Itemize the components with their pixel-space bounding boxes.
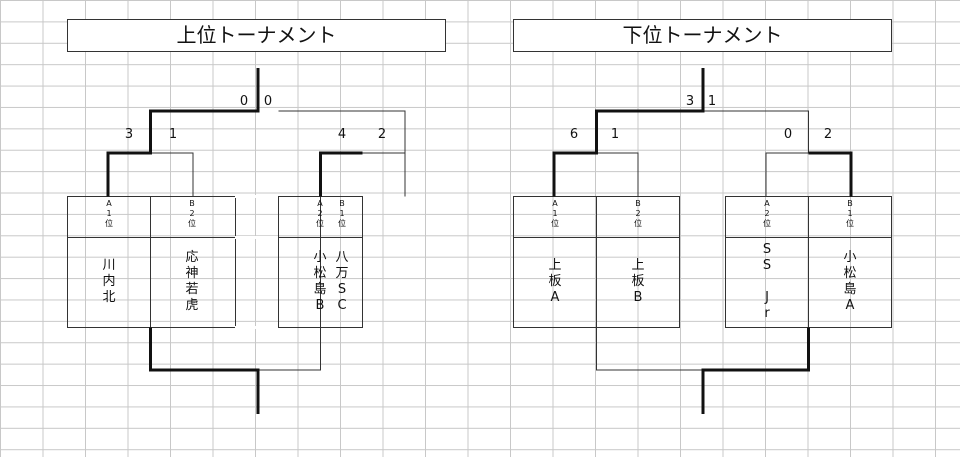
upper-semi-left-score-a: 3 <box>124 127 134 142</box>
upper-team-2-name: 応神若虎 <box>185 250 199 313</box>
lower-bracket-lines <box>513 68 892 414</box>
upper-semi-right-score-a: 4 <box>337 127 347 142</box>
lower-final-score-left: 3 <box>685 94 695 109</box>
upper-final-score-left: 0 <box>239 94 249 109</box>
lower-semi-left-score-a: 6 <box>569 127 579 142</box>
upper-semi-left-score-b: 1 <box>168 127 178 142</box>
lower-semi-right-score-b: 2 <box>823 127 833 142</box>
lower-semi-left-score-b: 1 <box>610 127 620 142</box>
lower-final-score-right: 1 <box>707 94 717 109</box>
upper-bracket-lines <box>67 68 406 414</box>
lower-tournament-title: 下位トーナメント <box>513 19 892 52</box>
lower-semi-right-score-a: 0 <box>783 127 793 142</box>
upper-semi-right-score-b: 2 <box>377 127 387 142</box>
upper-tournament-title: 上位トーナメント <box>67 19 446 52</box>
upper-final-score-right: 0 <box>263 94 273 109</box>
upper-team-1-name: 川内北 <box>102 258 116 305</box>
